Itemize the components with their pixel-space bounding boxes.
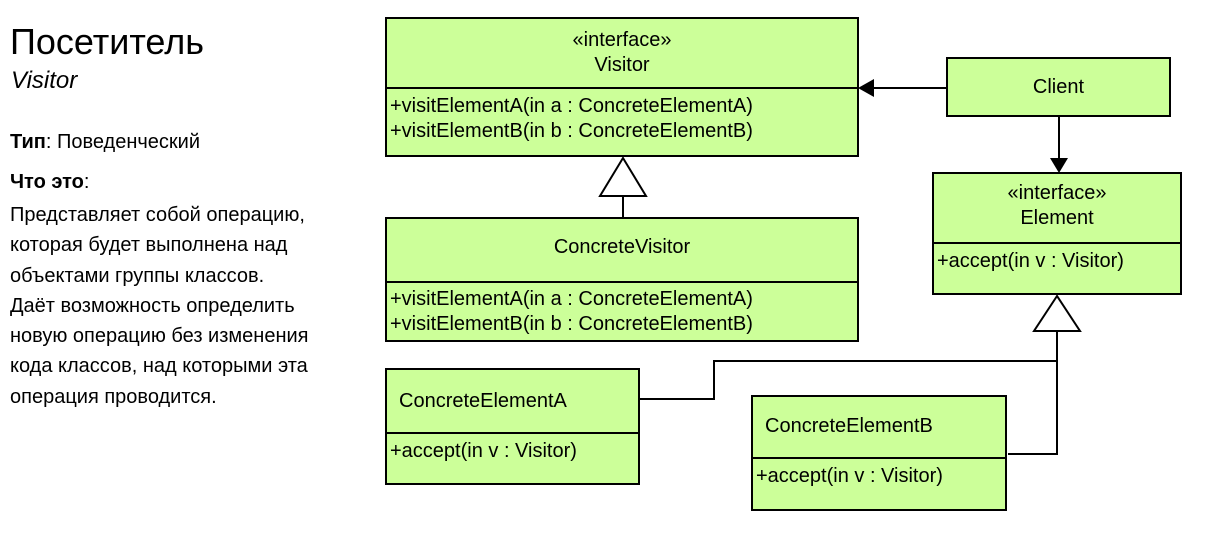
association-arrowhead-element	[1050, 158, 1068, 173]
description-line: операция проводится.	[10, 385, 217, 408]
description-line: новую операцию без изменения	[10, 325, 309, 348]
class-concrete-element-b-operations: +accept(in v : Visitor)	[753, 457, 1005, 489]
operation: +accept(in v : Visitor)	[937, 250, 1124, 272]
description-line: которая будет выполнена над	[10, 234, 288, 257]
class-concrete-element-b-name: ConcreteElementB	[765, 415, 933, 437]
description-line: объектами группы классов.	[10, 264, 265, 287]
operation: +visitElementA(in a : ConcreteElementA)	[390, 95, 753, 117]
class-visitor-header: «interface» Visitor	[387, 19, 857, 87]
class-concrete-visitor-header: ConcreteVisitor	[387, 219, 857, 281]
class-element-name: Element	[1020, 207, 1094, 229]
class-element-stereotype: «interface»	[1007, 182, 1107, 204]
description-line: Представляет собой операцию,	[10, 204, 305, 226]
class-visitor-operations: +visitElementA(in a : ConcreteElementA) …	[387, 87, 857, 144]
class-visitor-stereotype: «interface»	[572, 29, 672, 51]
description-line: Даёт возможность определить	[10, 294, 295, 317]
pattern-type: Тип: Поведенческий	[10, 127, 200, 157]
realization-arrowhead-element	[1032, 294, 1082, 332]
class-client-header: Client	[948, 59, 1169, 100]
pattern-what: Что это:	[10, 167, 89, 197]
type-value: : Поведенческий	[45, 131, 201, 153]
class-concrete-element-a-operations: +accept(in v : Visitor)	[387, 432, 638, 464]
what-label: Что это	[10, 171, 84, 193]
class-concrete-visitor[interactable]: ConcreteVisitor +visitElementA(in a : Co…	[385, 217, 859, 342]
type-label: Тип	[10, 131, 46, 153]
operation: +accept(in v : Visitor)	[390, 440, 577, 462]
pattern-description: Представляет собой операцию, которая буд…	[10, 200, 390, 412]
class-element-header: «interface» Element	[934, 174, 1180, 242]
operation: +visitElementB(in b : ConcreteElementB)	[390, 313, 753, 335]
realization-line-concreteelementa	[640, 360, 1057, 400]
class-element-operations: +accept(in v : Visitor)	[934, 242, 1180, 274]
operation: +visitElementA(in a : ConcreteElementA)	[390, 288, 753, 310]
what-suffix: :	[83, 171, 90, 193]
description-line: кода классов, над которыми эта	[10, 355, 308, 378]
class-client[interactable]: Client	[946, 57, 1171, 117]
class-client-name: Client	[1032, 76, 1085, 98]
class-concrete-element-a-header: ConcreteElementA	[387, 370, 638, 432]
realization-arrowhead-visitor	[598, 156, 648, 197]
class-concrete-element-a[interactable]: ConcreteElementA +accept(in v : Visitor)	[385, 368, 640, 485]
class-concrete-element-b[interactable]: ConcreteElementB +accept(in v : Visitor)	[751, 395, 1007, 511]
operation: +visitElementB(in b : ConcreteElementB)	[390, 120, 753, 142]
class-visitor[interactable]: «interface» Visitor +visitElementA(in a …	[385, 17, 859, 157]
operation: +accept(in v : Visitor)	[756, 465, 943, 487]
class-concrete-visitor-name: ConcreteVisitor	[553, 236, 691, 258]
class-concrete-element-a-name: ConcreteElementA	[399, 390, 567, 412]
class-concrete-element-b-header: ConcreteElementB	[753, 397, 1005, 457]
class-element[interactable]: «interface» Element +accept(in v : Visit…	[932, 172, 1182, 295]
class-visitor-name: Visitor	[594, 54, 650, 76]
realization-line-concreteelementb	[1008, 331, 1058, 455]
association-arrowhead-visitor	[858, 79, 874, 97]
pattern-subtitle: Visitor	[11, 67, 78, 94]
class-concrete-visitor-operations: +visitElementA(in a : ConcreteElementA) …	[387, 281, 857, 337]
pattern-title: Посетитель	[10, 21, 204, 62]
